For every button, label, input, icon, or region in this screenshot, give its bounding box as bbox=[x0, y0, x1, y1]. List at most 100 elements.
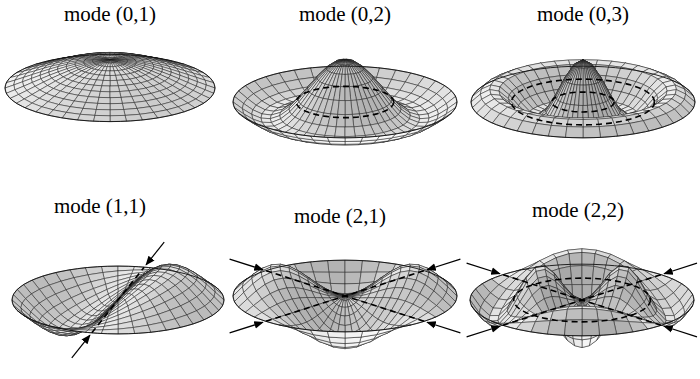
mesh-cell bbox=[261, 118, 271, 122]
mesh-cell bbox=[583, 85, 587, 105]
mesh-cell bbox=[94, 115, 110, 121]
mesh-cell bbox=[345, 60, 348, 65]
mesh-cell bbox=[120, 91, 132, 98]
mesh-cell bbox=[336, 114, 345, 127]
mesh-cell bbox=[443, 108, 456, 119]
mesh-cell bbox=[329, 272, 345, 284]
membrane-mesh bbox=[12, 264, 224, 336]
mesh-cell bbox=[345, 87, 351, 101]
mesh-cell bbox=[107, 60, 110, 63]
mesh-cell bbox=[583, 119, 599, 127]
mesh-cell bbox=[548, 125, 567, 137]
mesh-cell bbox=[102, 80, 110, 86]
mesh-cell bbox=[345, 74, 349, 86]
mesh-cell bbox=[110, 92, 121, 98]
mesh-cell bbox=[419, 118, 429, 122]
mesh-cell bbox=[583, 68, 586, 85]
mesh-cell bbox=[103, 60, 110, 62]
mesh-cell bbox=[105, 60, 110, 63]
membrane-mesh bbox=[233, 260, 457, 349]
mesh-cell bbox=[345, 60, 347, 65]
mesh-cell bbox=[110, 115, 126, 121]
membrane-mesh bbox=[233, 59, 457, 145]
mesh-cell bbox=[583, 127, 601, 138]
mesh-cell bbox=[110, 60, 111, 63]
mesh-cell bbox=[110, 97, 122, 103]
mesh-cell bbox=[107, 63, 110, 67]
mesh-cell bbox=[341, 60, 345, 65]
membrane-rim bbox=[471, 66, 695, 138]
mesh-cell bbox=[337, 60, 345, 64]
mesh-cell bbox=[110, 60, 115, 63]
mesh-cell bbox=[104, 60, 110, 63]
mesh-group bbox=[5, 52, 695, 348]
membrane-rim bbox=[233, 66, 457, 138]
mesh-cell bbox=[361, 261, 380, 273]
mesh-cell bbox=[118, 328, 135, 334]
mesh-cell bbox=[13, 305, 25, 316]
mesh-cell bbox=[345, 60, 352, 65]
mesh-cell bbox=[579, 85, 583, 105]
mesh-cell bbox=[566, 127, 584, 138]
mesh-cell bbox=[338, 101, 345, 115]
mesh-cell bbox=[103, 75, 110, 80]
mesh-cell bbox=[88, 326, 104, 330]
mesh-cell bbox=[599, 125, 618, 137]
mesh-cell bbox=[583, 60, 585, 68]
mesh-cell bbox=[338, 60, 345, 65]
mesh-cell bbox=[94, 58, 103, 59]
mesh-cell bbox=[86, 97, 99, 104]
mesh-cell bbox=[110, 63, 113, 67]
mesh-cell bbox=[310, 261, 329, 273]
mesh-cell bbox=[345, 101, 352, 115]
mesh-cell bbox=[580, 60, 583, 68]
mesh-cell bbox=[98, 97, 110, 103]
mesh-cell bbox=[110, 59, 118, 60]
mesh-cell bbox=[105, 71, 111, 76]
mesh-cell bbox=[345, 272, 361, 284]
membrane-rim bbox=[12, 266, 224, 334]
mesh-cell bbox=[110, 60, 116, 63]
mesh-cell bbox=[100, 86, 110, 92]
mesh-cell bbox=[551, 118, 568, 127]
mesh-cell bbox=[345, 114, 354, 127]
mesh-cell bbox=[95, 110, 110, 116]
mesh-cell bbox=[583, 60, 586, 68]
mesh-cell bbox=[106, 67, 110, 71]
mesh-cell bbox=[102, 59, 110, 60]
mesh-cell bbox=[99, 92, 110, 98]
mesh-cell bbox=[101, 329, 118, 334]
mesh-cell bbox=[335, 127, 345, 137]
mesh-cell bbox=[567, 119, 583, 127]
mesh-cell bbox=[110, 86, 120, 92]
mesh-cell bbox=[345, 260, 363, 272]
mesh-cell bbox=[88, 91, 100, 98]
mesh-cell bbox=[341, 74, 345, 86]
mesh-cell bbox=[91, 85, 102, 91]
mesh-cell bbox=[110, 60, 114, 63]
mesh-cell bbox=[328, 260, 346, 272]
mesh-cell bbox=[345, 60, 353, 64]
mesh-cell bbox=[110, 71, 116, 76]
mesh-cell bbox=[110, 59, 118, 60]
mesh-cell bbox=[110, 80, 118, 86]
membrane-mesh bbox=[471, 60, 695, 138]
mesh-cell bbox=[325, 126, 336, 136]
membrane-mesh bbox=[5, 52, 215, 121]
mesh-cell bbox=[121, 97, 134, 104]
mesh-cell bbox=[598, 118, 615, 127]
mesh-cell bbox=[579, 60, 583, 68]
mesh-cell bbox=[578, 60, 584, 68]
mesh-cell bbox=[106, 60, 110, 63]
mesh-cell bbox=[110, 110, 125, 116]
mesh-cell bbox=[340, 60, 346, 65]
mesh-cell bbox=[354, 126, 365, 136]
mesh-cell bbox=[118, 85, 129, 91]
mesh-cell bbox=[110, 67, 114, 71]
mesh-cell bbox=[345, 60, 351, 65]
mesh-cell bbox=[339, 87, 345, 101]
mesh-cell bbox=[342, 60, 345, 65]
mesh-cell bbox=[345, 60, 349, 65]
